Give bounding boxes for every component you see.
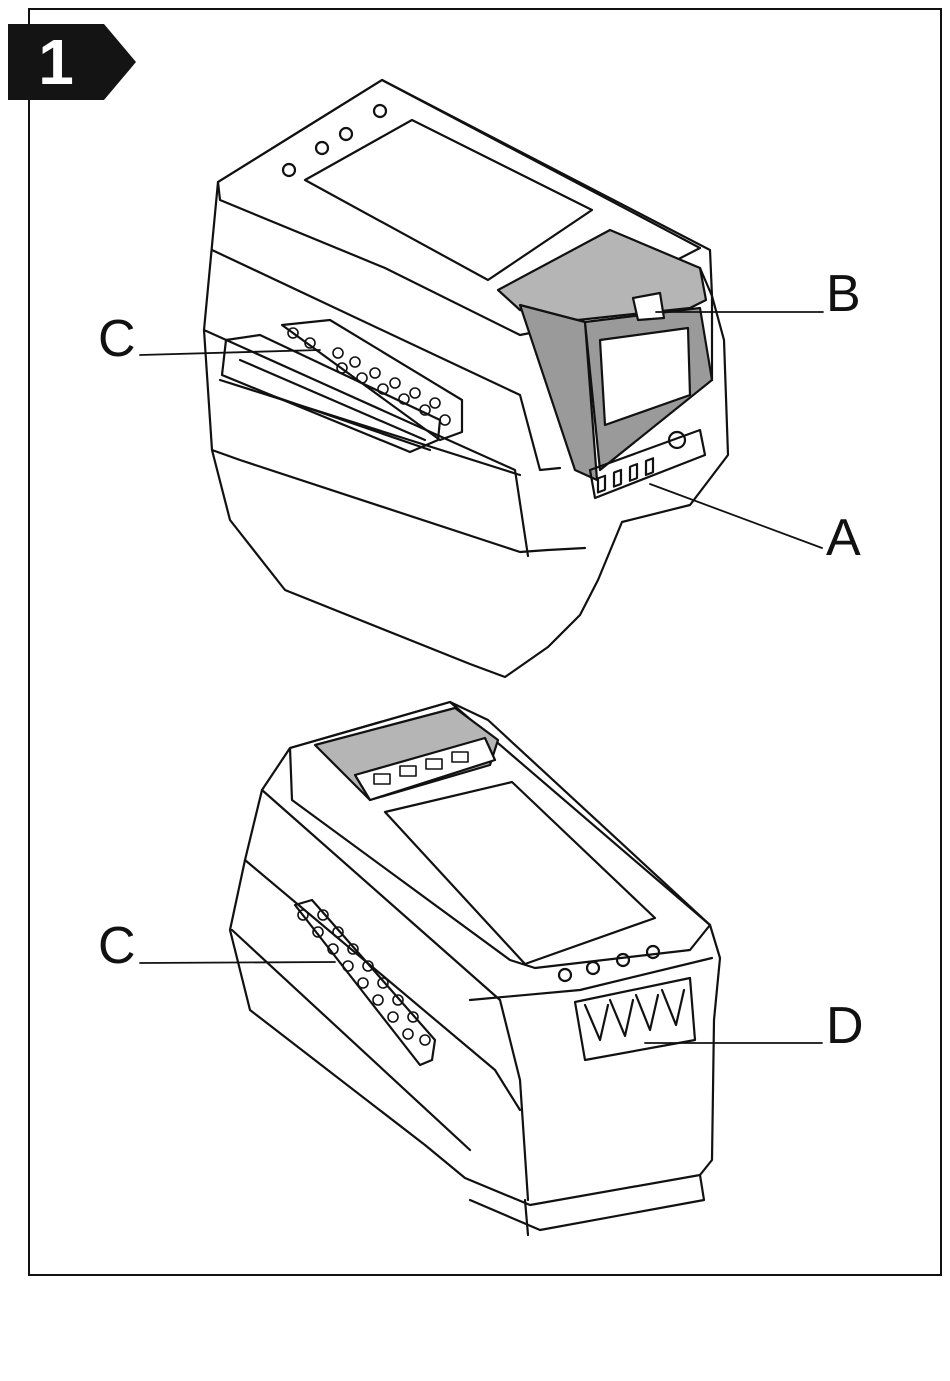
leader-line-a (650, 484, 822, 548)
callout-b: B (826, 268, 861, 320)
bottom-charger-front-vents (575, 978, 695, 1060)
top-charger-indicator-leds (283, 105, 386, 176)
callout-c-bottom: C (98, 920, 136, 972)
leader-line-c-top (140, 350, 320, 355)
callout-a: A (826, 512, 861, 564)
top-charger-drawing (140, 80, 823, 677)
top-charger-battery-latch (498, 230, 712, 480)
bottom-charger-battery-latch (315, 708, 498, 800)
bottom-charger-drawing (140, 702, 822, 1235)
top-charger-vent-grid (282, 320, 462, 440)
callout-c-top: C (98, 313, 136, 365)
leader-line-c-bottom (140, 962, 335, 963)
top-charger-display (305, 120, 592, 280)
bottom-charger-display (385, 782, 655, 964)
callout-d: D (826, 1000, 864, 1052)
